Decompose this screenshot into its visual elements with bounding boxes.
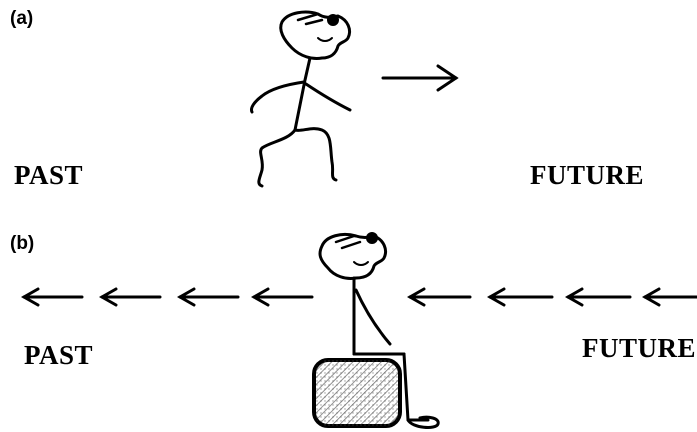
walking-figure-head [281,12,350,58]
arrow-left-icon [102,289,160,305]
stool-seat [314,360,400,426]
arrow-left-icon [645,289,697,305]
seated-figure-shin [404,354,428,420]
arrow-left-icon [24,289,82,305]
left-arrows [24,289,312,305]
walking-figure-torso [295,58,310,130]
arrow-left-icon [490,289,552,305]
arrow-left-icon [568,289,630,305]
walking-figure-eye [327,14,339,26]
walking-figure [251,12,350,186]
seated-figure-arm [356,290,390,344]
motion-arrow-icon [383,66,456,90]
arrow-left-icon [180,289,238,305]
arrow-left-icon [410,289,470,305]
seated-figure-eye [366,232,378,244]
walking-figure-arm-back [251,82,304,112]
walking-figure-leg-back [259,130,295,186]
right-arrows [410,289,697,305]
walking-figure-arm-front [306,84,350,110]
walking-figure-leg-front [295,129,336,180]
arrow-left-icon [254,289,312,305]
